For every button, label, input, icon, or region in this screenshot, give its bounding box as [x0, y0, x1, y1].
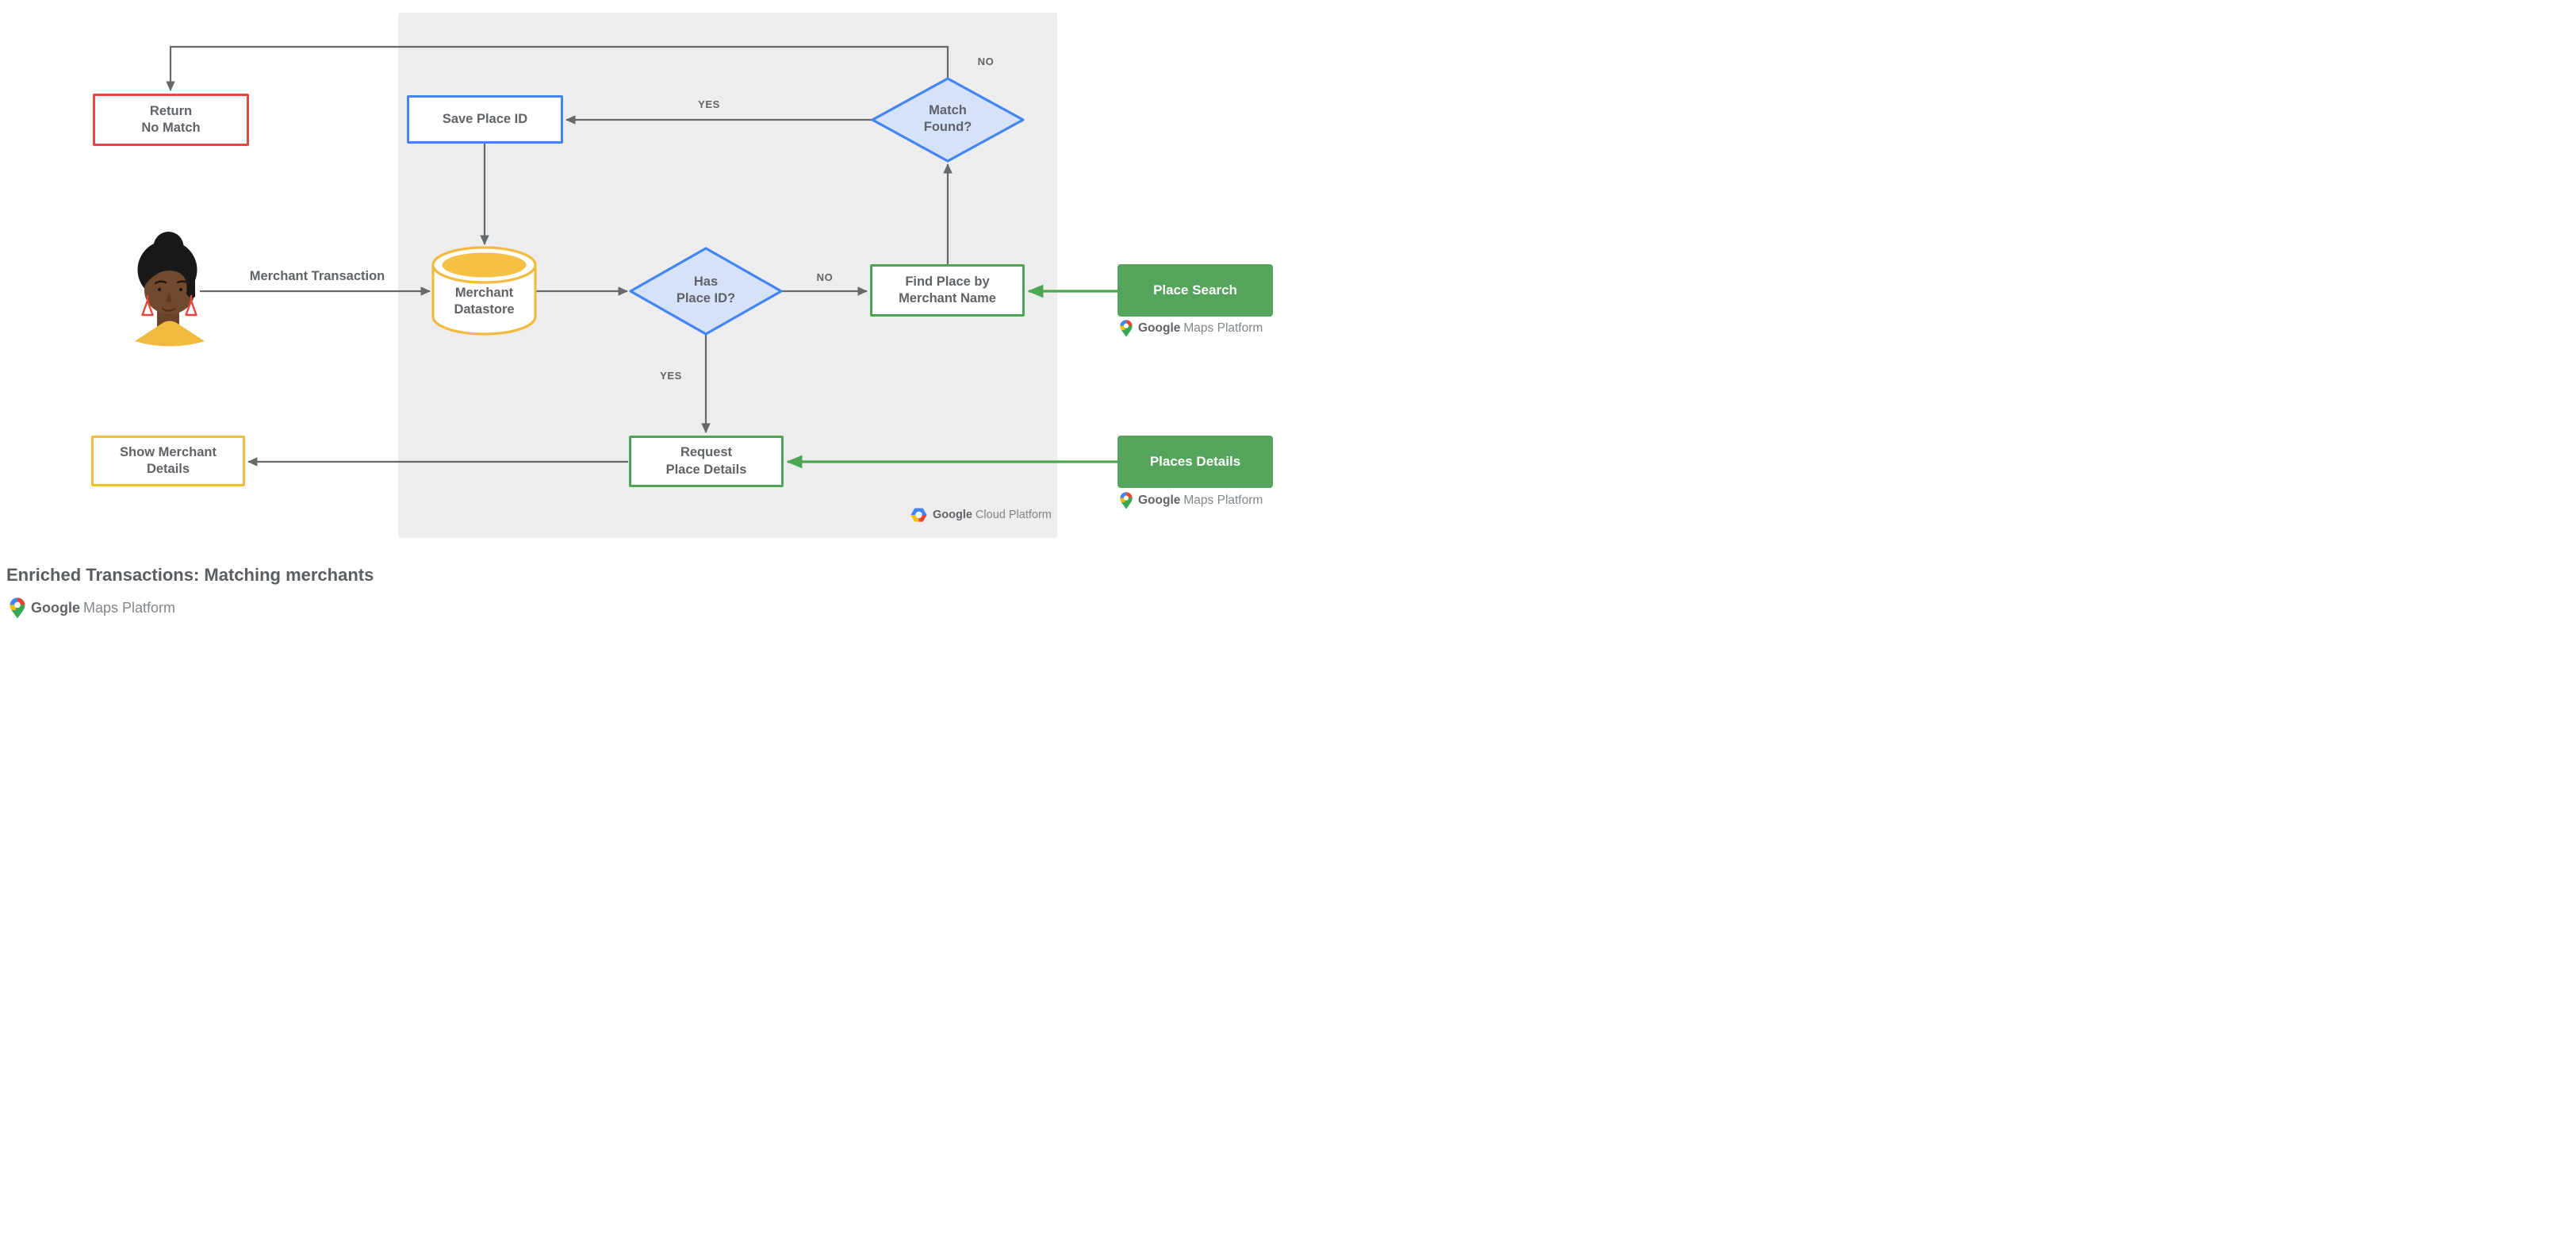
- node-show-merchant-details: Show Merchant Details: [91, 436, 245, 486]
- node-return-no-match: Return No Match: [93, 94, 249, 146]
- edge-label-yes-top: YES: [698, 98, 720, 110]
- diagram-title: Enriched Transactions: Matching merchant…: [6, 565, 374, 585]
- node-save-place-id: Save Place ID: [407, 95, 563, 144]
- node-place-search-api: Place Search: [1117, 264, 1273, 317]
- maps-pin-icon: [1120, 320, 1133, 337]
- edge-match-found-no-to-return: [166, 45, 949, 92]
- database-cylinder-icon: [431, 246, 537, 336]
- maps-pin-icon: [1120, 492, 1133, 509]
- decision-match-found-label: Match Found?: [923, 103, 972, 135]
- node-places-details-api: Places Details: [1117, 436, 1273, 488]
- edge-label-yes-bottom: YES: [660, 370, 682, 382]
- cloud-hexagon-icon: [910, 508, 927, 522]
- node-merchant-datastore-label: Merchant Datastore: [454, 286, 515, 317]
- decision-match-found-shape: [871, 77, 1025, 163]
- node-find-place-by-merchant-name: Find Place by Merchant Name: [870, 264, 1025, 317]
- edge-label-no-top: NO: [977, 56, 995, 67]
- edge-label-no-mid: NO: [816, 271, 834, 283]
- flow-edges-layer: [135, 45, 1123, 469]
- person-avatar: [135, 232, 205, 347]
- decision-has-place-id-label: Has Place ID?: [676, 275, 736, 306]
- edge-label-merchant-transaction: Merchant Transaction: [249, 269, 385, 283]
- decision-has-place-id-shape: [629, 247, 783, 336]
- node-request-place-details: Request Place Details: [629, 436, 784, 487]
- maps-pin-icon: [10, 597, 25, 619]
- flowchart-canvas: Return No Match Save Place ID Find Place…: [0, 0, 1288, 626]
